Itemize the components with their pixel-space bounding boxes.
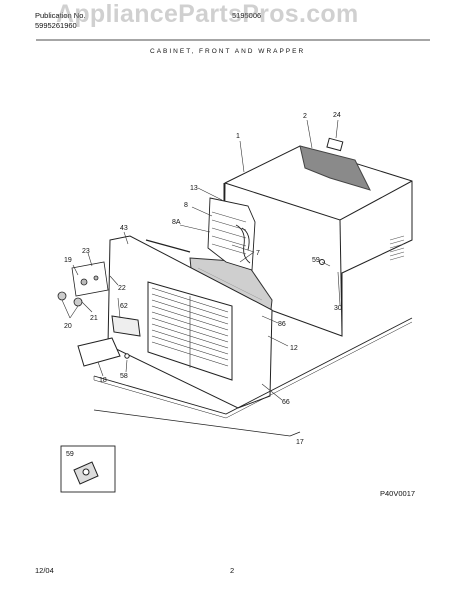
callout-86: 86 (278, 321, 286, 328)
control-panel (71, 261, 109, 297)
inset-box-59 (60, 445, 116, 493)
callout-21: 21 (90, 315, 98, 322)
knobs (57, 291, 83, 307)
front-panel (107, 235, 273, 409)
callout-66: 66 (282, 399, 290, 406)
callout-58: 58 (120, 373, 128, 380)
callout-numbers: 1 2 24 13 8 8A 43 7 23 19 22 59 62 20 21… (64, 112, 342, 458)
callout-18: 18 (99, 377, 107, 384)
section-title: CABINET, FRONT AND WRAPPER (150, 48, 306, 55)
callout-24: 24 (333, 112, 341, 119)
callout-22: 22 (118, 285, 126, 292)
callout-17: 17 (296, 439, 304, 446)
callout-43: 43 (120, 225, 128, 232)
callout-23: 23 (82, 248, 90, 255)
callout-30: 30 (334, 305, 342, 312)
model-number: 5195006 (232, 11, 262, 20)
control-door (77, 337, 121, 367)
coil-assembly (207, 197, 256, 271)
callout-59: 59 (312, 257, 320, 264)
publication-label: Publication No. (35, 11, 86, 20)
callout-20: 20 (64, 323, 72, 330)
floor-outline (93, 317, 413, 415)
callout-8: 8 (184, 202, 188, 209)
callout-12: 12 (290, 345, 298, 352)
screw-58 (124, 353, 130, 359)
callout-1: 1 (236, 133, 240, 140)
callout-2: 2 (303, 113, 307, 120)
diagram-code: P40V0017 (380, 489, 415, 498)
publication-number: 5995261960 (35, 21, 77, 30)
part-24-label-plate (326, 137, 344, 152)
page-number: 2 (230, 566, 235, 575)
callout-17-bracket (93, 409, 301, 437)
callout-7: 7 (256, 250, 260, 257)
callout-13: 13 (190, 185, 198, 192)
callout-59-inset: 59 (66, 451, 74, 458)
callout-62: 62 (120, 303, 128, 310)
callout-8a: 8A (172, 219, 181, 226)
footer-date: 12/04 (35, 566, 54, 575)
watermark: AppliancePartsPros.com (56, 0, 359, 28)
leader-lines (61, 119, 341, 401)
callout-19: 19 (64, 257, 72, 264)
